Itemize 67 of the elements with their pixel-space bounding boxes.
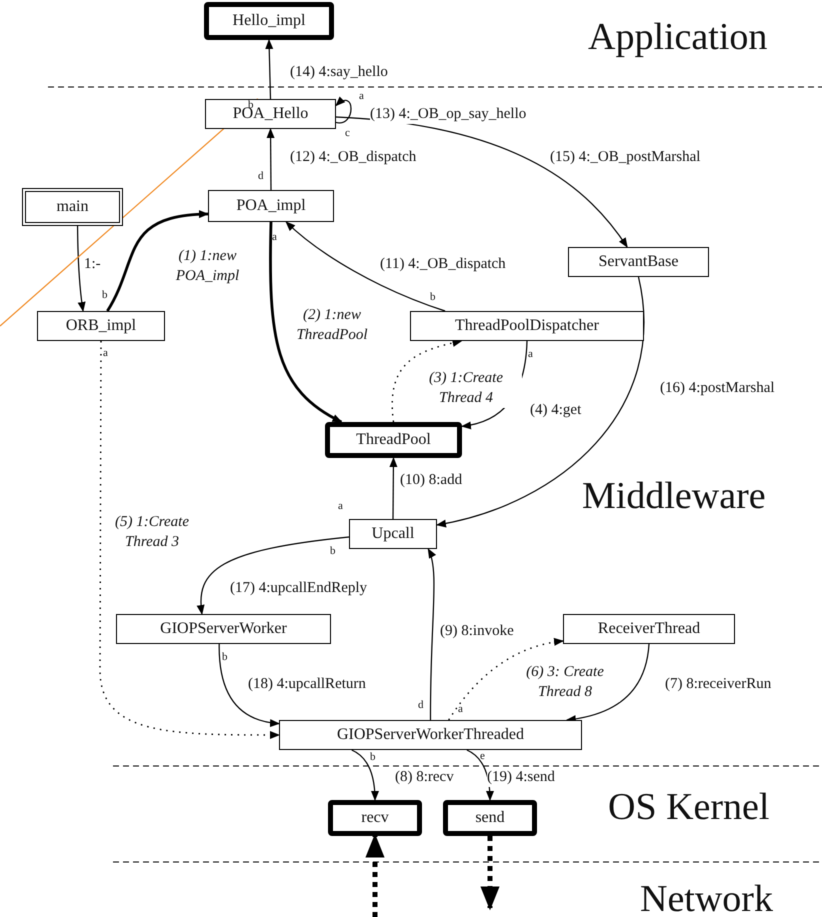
port-label: a	[103, 348, 108, 359]
class-name: Upcall	[372, 525, 414, 543]
arrow	[218, 644, 280, 727]
arrow	[106, 210, 209, 312]
class-box	[349, 519, 437, 549]
class-name: main	[56, 198, 88, 216]
layer-label: Middleware	[582, 477, 766, 515]
arrow	[566, 644, 650, 723]
arrow	[266, 128, 275, 190]
port-label: a	[528, 349, 533, 360]
class-box	[204, 2, 334, 40]
port-label: a	[458, 704, 463, 715]
port-label: a	[338, 501, 343, 512]
class-box	[563, 614, 735, 644]
class-name: POA_Hello	[232, 105, 308, 123]
class-name: ThreadPool	[356, 431, 431, 449]
port-label: e	[480, 751, 485, 762]
arrow	[99, 341, 280, 739]
class-name: send	[475, 809, 505, 827]
class-name: ORB_impl	[66, 317, 136, 335]
pointer-arrow	[480, 836, 500, 910]
port-label: a	[272, 232, 277, 243]
class-name: Hello_impl	[232, 12, 306, 30]
class-name: ServantBase	[598, 253, 678, 271]
class-box	[325, 422, 462, 458]
arrow	[197, 536, 350, 615]
port-label: b	[102, 290, 108, 301]
class-box	[208, 190, 334, 222]
arrow	[428, 548, 436, 720]
class-box	[37, 311, 165, 341]
port-label: a	[359, 91, 364, 102]
port-label: d	[258, 171, 264, 182]
class-box	[568, 247, 709, 277]
class-box	[116, 614, 331, 644]
layer-label: Network	[640, 880, 773, 917]
arrow	[392, 339, 462, 422]
class-name: POA_impl	[236, 197, 306, 215]
class-name: GIOPServerWorkerThreaded	[336, 726, 524, 744]
class-box	[328, 800, 422, 836]
port-label: b	[330, 546, 336, 557]
class-name: ThreadPoolDispatcher	[455, 317, 599, 335]
arrow	[436, 276, 644, 528]
arrow	[269, 222, 342, 424]
arrow	[336, 116, 628, 248]
arrow	[265, 39, 274, 100]
arrow	[448, 638, 564, 720]
port-label: c	[345, 128, 350, 139]
layer-label: Application	[588, 18, 768, 56]
class-box	[443, 800, 537, 836]
arrow	[351, 749, 379, 801]
class-box	[410, 311, 644, 341]
port-label: b	[370, 752, 376, 763]
port-label: d	[418, 700, 424, 711]
class-name: ReceiverThread	[598, 620, 700, 638]
arrow	[285, 221, 446, 312]
pointer-arrow	[365, 834, 385, 917]
arrow	[335, 96, 352, 124]
class-box	[279, 720, 582, 750]
class-box	[22, 188, 123, 226]
port-label: b	[430, 292, 436, 303]
class-box	[205, 99, 336, 129]
class-name: recv	[361, 809, 389, 827]
port-label: b	[222, 652, 228, 663]
layer-label: OS Kernel	[608, 788, 770, 826]
arrow	[76, 226, 86, 312]
class-name: GIOPServerWorker	[160, 620, 287, 638]
arrow	[389, 457, 398, 519]
